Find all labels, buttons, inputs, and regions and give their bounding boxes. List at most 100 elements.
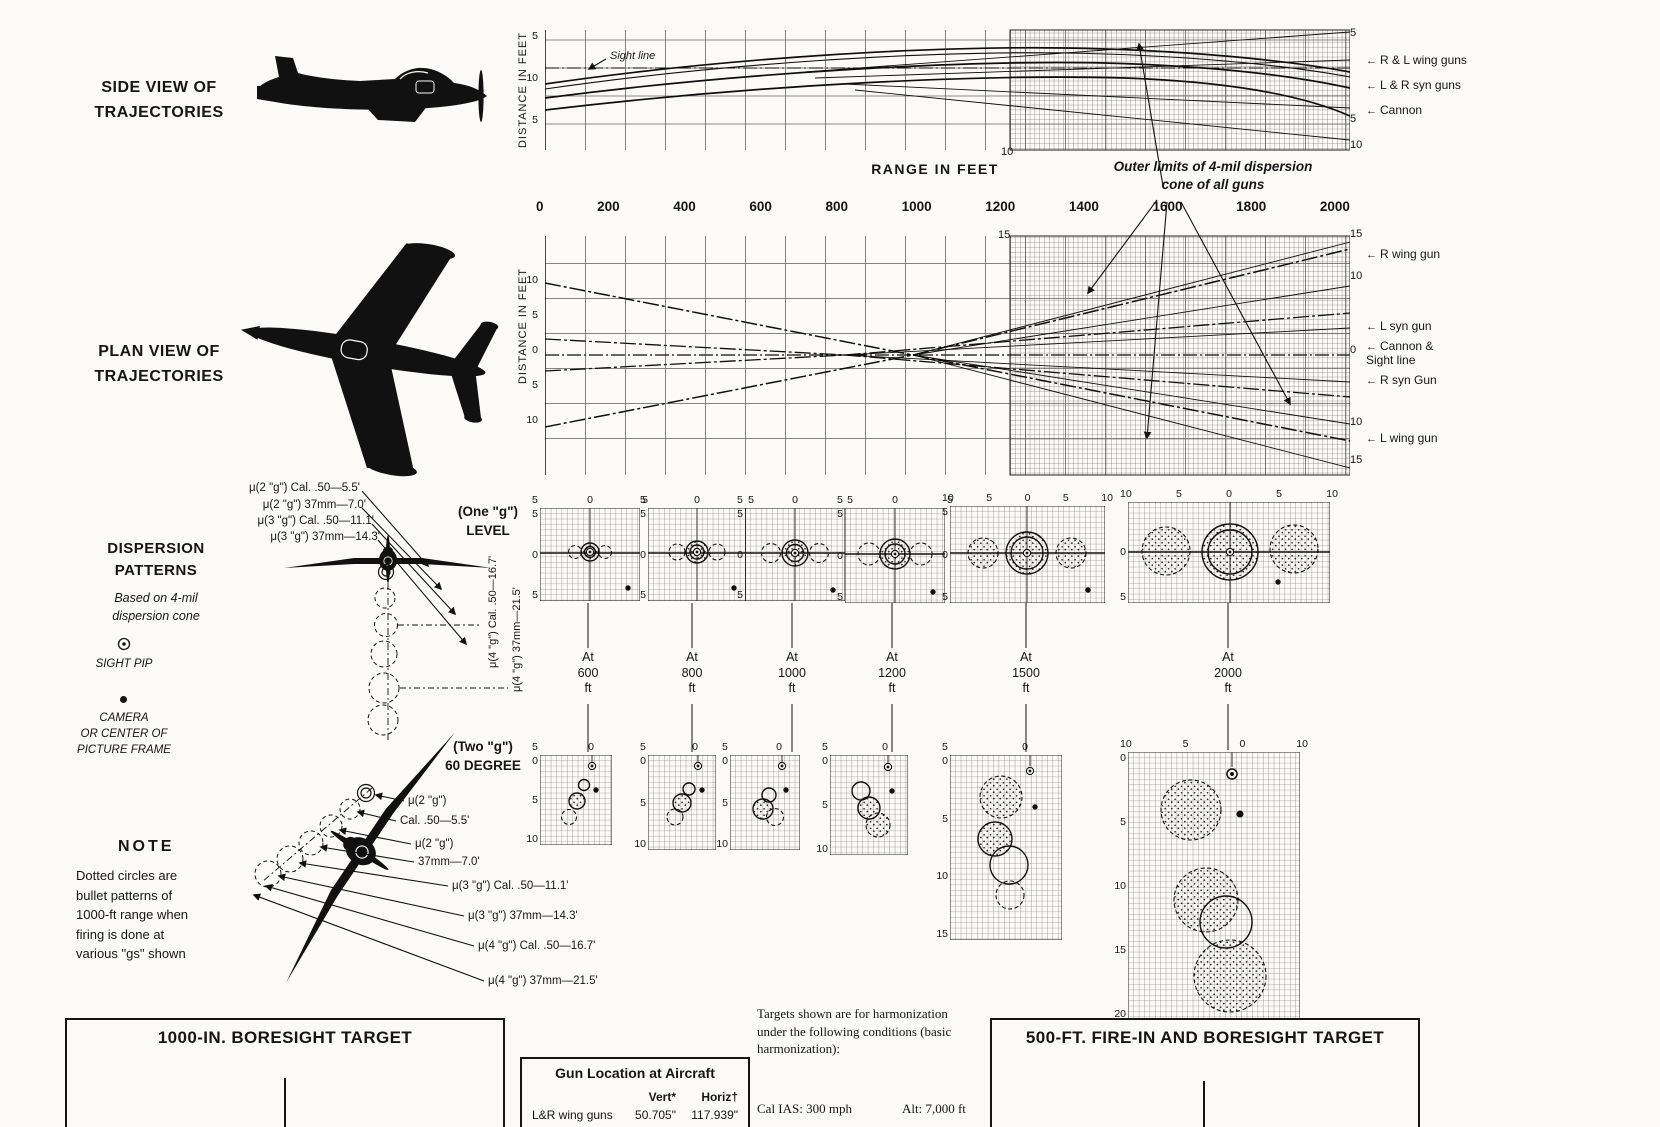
fire-in-500-crosshair-line (1203, 1081, 1205, 1127)
dispersion-grid (730, 755, 800, 850)
two-g-pattern-cascade (254, 783, 376, 888)
sight-pip-icon (117, 637, 131, 651)
mu2-label-4: μ(3 "g") Cal. .50—11.1' (452, 880, 569, 892)
label-l-r-syn-guns: L & R syn guns (1366, 78, 1461, 93)
side-view-trajectory-chart (545, 29, 1350, 151)
tick-label: 10 (1114, 880, 1126, 892)
sight-line-label: Sight line (610, 50, 656, 62)
dispersion-grid (845, 508, 945, 603)
tick-label: 10 (816, 843, 828, 855)
tick-label: 5 (532, 309, 538, 321)
tick-label: 5 (640, 494, 646, 506)
tick-label: 0 (1022, 741, 1028, 753)
gun-location-box: Gun Location at Aircraft Vert* Horiz† L&… (520, 1057, 750, 1127)
label-l-syn-gun: L syn gun (1366, 319, 1432, 334)
tick-label: 10 (526, 274, 538, 286)
tick-label: 5 (1276, 488, 1283, 500)
dispersion-subtitle: Based on 4-mil dispersion cone (112, 591, 200, 623)
tick-label: 1000 (901, 199, 932, 214)
at-range-label-1000: At 1000 ft (778, 650, 806, 696)
mu-label-2g-37mm: μ(2 "g") 37mm—7.0' (262, 499, 366, 511)
tick-label: 10 (1101, 492, 1113, 504)
label-l-wing-gun: L wing gun (1366, 431, 1438, 446)
plan-right-tick-3: 15 (1350, 454, 1363, 466)
at-range-label-2000: At 2000 ft (1214, 650, 1242, 696)
tick-label: 0 (536, 199, 544, 214)
tick-label: 0 (1120, 546, 1126, 558)
tick-label: 10 (526, 72, 538, 84)
tick-label: 0 (1226, 488, 1232, 500)
tick-label: 10 (1120, 738, 1132, 750)
tick-label: 5 (942, 591, 948, 603)
tick-label: 5 (822, 741, 828, 753)
tick-label: 5 (837, 508, 843, 520)
tick-label: 5 (1062, 492, 1069, 504)
tick-label: 0 (882, 741, 888, 753)
plan-zero-tick: 0 (1350, 344, 1357, 356)
tick-label: 0 (892, 494, 898, 506)
dispersion-grid (648, 755, 716, 850)
tick-label: 10 (1296, 738, 1308, 750)
tick-label: 0 (776, 741, 782, 753)
tick-label: 1800 (1236, 199, 1267, 214)
tick-label: 5 (947, 494, 953, 506)
tick-label: 0 (640, 548, 646, 561)
tick-label: 0 (532, 344, 538, 356)
tick-label: 0 (694, 494, 700, 506)
dispersion-grid (1128, 752, 1300, 1020)
tick-label: 400 (673, 199, 696, 214)
dispersion-grid (745, 508, 845, 601)
conditions-text: Targets shown are for harmonization unde… (757, 1006, 952, 1057)
tick-label: 0 (1024, 492, 1031, 504)
label-r-syn-gun: R syn Gun (1366, 373, 1437, 388)
label-cannon: Cannon (1366, 103, 1422, 118)
tick-label: 5 (1120, 591, 1126, 603)
mu2-label-3: 37mm—7.0' (418, 856, 480, 868)
outer-limits-annotation: Outer limits of 4-mil dispersion cone of… (1113, 159, 1313, 192)
tick-label: 0 (1239, 738, 1246, 750)
tick-label: 5 (640, 796, 646, 809)
tick-label: 10 (1326, 488, 1338, 500)
camera-dot-icon (120, 696, 127, 703)
tick-label: 0 (942, 755, 948, 767)
plan-right-tick-1: 10 (1350, 270, 1363, 282)
tick-label: 5 (1175, 488, 1182, 500)
plan-view-trajectory-chart (545, 235, 1350, 476)
mu2-label-2: μ(2 "g") (415, 838, 454, 850)
tick-label: 0 (1120, 752, 1126, 764)
gun-horiz: 117.939" (691, 1108, 738, 1122)
tick-label: 800 (825, 199, 849, 214)
tick-label: 0 (822, 755, 828, 767)
dispersion-grid (950, 755, 1062, 940)
tick-label: 5 (532, 508, 538, 520)
alt-value: Alt: 7,000 ft (902, 1101, 966, 1116)
tick-label: 5 (748, 494, 754, 506)
gun-location-title: Gun Location at Aircraft (555, 1065, 715, 1081)
tick-label: 10 (1120, 488, 1132, 500)
tick-label: 0 (640, 755, 646, 767)
fire-in-500-title: 500-FT. FIRE-IN AND BORESIGHT TARGET (1025, 1028, 1385, 1047)
tick-label: 5 (532, 494, 538, 506)
label-r-wing-gun: R wing gun (1366, 247, 1440, 262)
dispersion-patterns-title: DISPERSION PATTERNS (107, 540, 205, 579)
dispersion-grid (950, 506, 1105, 603)
